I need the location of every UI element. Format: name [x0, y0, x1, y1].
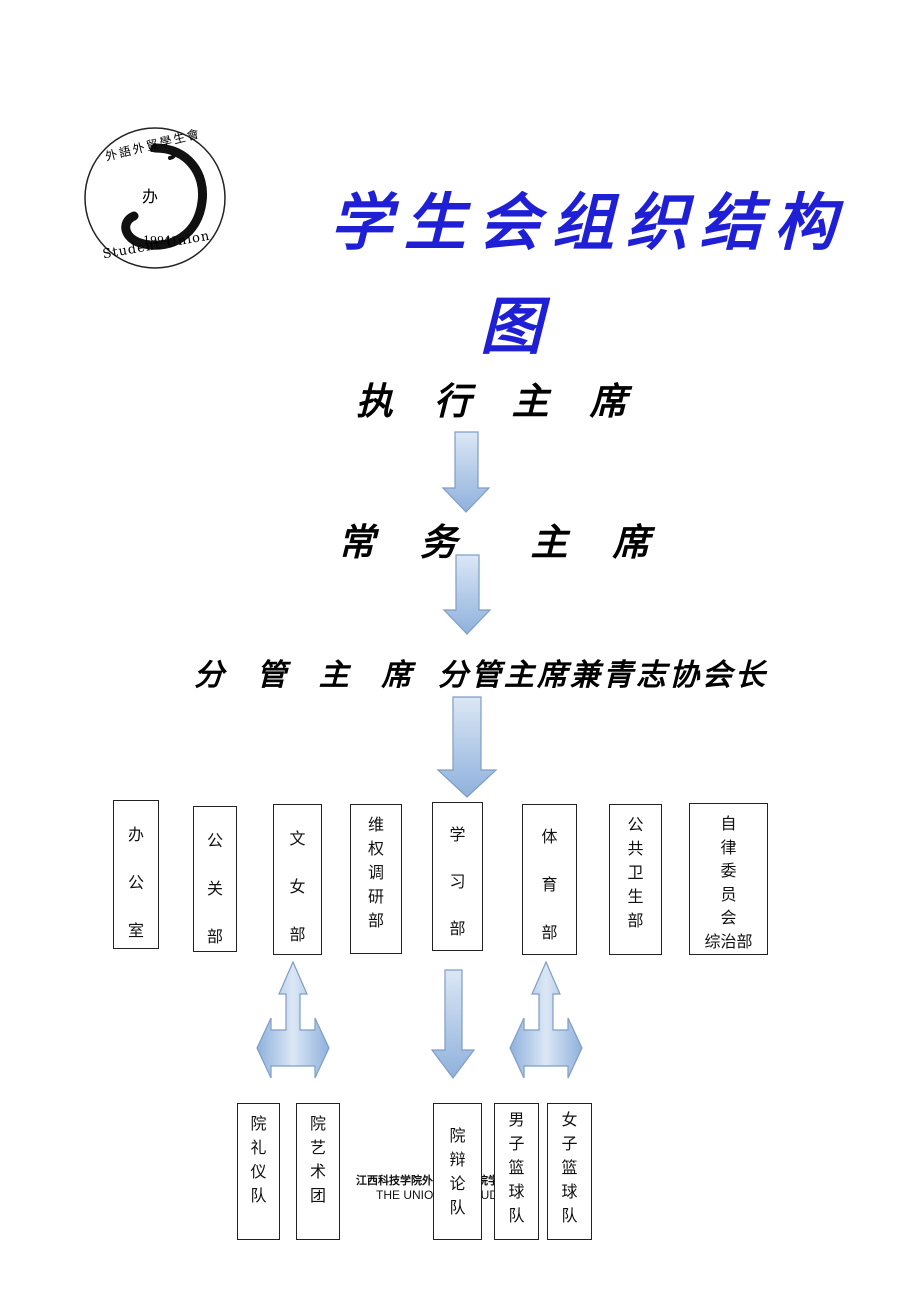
dept-char: 公: [206, 831, 223, 850]
dept-char: 研: [367, 887, 384, 906]
dept-public-health: 公 共 卫 生 部: [609, 804, 662, 955]
page-title: 学生会组织结构: [330, 186, 849, 259]
unit-char: 篮: [561, 1158, 578, 1177]
dept-public-relations: 公 关 部: [193, 806, 237, 952]
unit-char: 女: [561, 1110, 578, 1129]
dept-char: 权: [367, 839, 384, 858]
unit-char: 队: [250, 1186, 267, 1205]
unit-char: 球: [508, 1182, 525, 1201]
dept-char: 会: [720, 908, 737, 927]
unit-char: 队: [449, 1198, 466, 1217]
dept-char: 部: [449, 919, 466, 938]
unit-char: 队: [561, 1206, 578, 1225]
dept-char: 共: [627, 839, 644, 858]
down-arrow: [436, 696, 498, 798]
dept-study: 学 习 部: [432, 802, 483, 951]
dept-char: 文: [289, 829, 306, 848]
dept-char: 生: [627, 887, 644, 906]
division-chair-youth-label: 分管主席兼青志协会长: [438, 658, 768, 693]
unit-mens-basketball: 男 子 篮 球 队: [494, 1103, 539, 1240]
dept-char: 习: [449, 872, 466, 891]
dept-char: 自: [720, 814, 737, 833]
dept-culture: 文 女 部: [273, 804, 322, 955]
standing-chair-label: 常 务 主 席: [338, 520, 666, 564]
down-arrow: [442, 554, 492, 635]
unit-char: 论: [449, 1174, 466, 1193]
dept-rights: 维 权 调 研 部: [350, 804, 402, 954]
dept-sports: 体 育 部: [522, 804, 577, 955]
unit-char: 院: [309, 1114, 326, 1133]
unit-char: 礼: [250, 1138, 267, 1157]
down-arrow: [441, 431, 491, 513]
unit-char: 院: [449, 1126, 466, 1145]
dept-char: 律: [720, 837, 737, 857]
unit-char: 子: [508, 1134, 525, 1153]
unit-char: 篮: [508, 1158, 525, 1177]
dept-char: 学: [449, 825, 466, 844]
three-way-arrow: [256, 960, 330, 1079]
student-union-logo: [84, 127, 226, 269]
dept-char: 办: [127, 825, 144, 844]
division-chair-label: 分 管 主 席: [194, 658, 423, 693]
dept-char: 部: [289, 925, 306, 944]
unit-char: 仪: [250, 1162, 267, 1181]
unit-debate-team: 院 辩 论 队: [433, 1103, 482, 1240]
dept-char: 部: [206, 927, 223, 946]
unit-char: 男: [508, 1110, 525, 1129]
dept-office: 办 公 室: [113, 800, 159, 949]
down-arrow: [430, 969, 476, 1079]
dept-char: 调: [367, 863, 384, 882]
dept-char: 部: [627, 911, 644, 930]
dept-char: 员: [720, 884, 737, 904]
unit-char: 团: [309, 1186, 326, 1205]
dept-self-discipline: 自 律 委 员 会 综治部: [689, 803, 768, 955]
dept-char: 公: [127, 873, 144, 892]
dept-char: 卫: [627, 863, 644, 882]
dept-char: 部: [541, 923, 558, 942]
dept-char: 育: [541, 875, 558, 894]
dept-char: 部: [367, 911, 384, 930]
three-way-arrow: [509, 960, 583, 1079]
unit-etiquette-team: 院 礼 仪 队: [237, 1103, 280, 1240]
dept-char: 维: [367, 815, 384, 834]
unit-womens-basketball: 女 子 篮 球 队: [547, 1103, 592, 1240]
unit-char: 子: [561, 1134, 578, 1153]
dept-char: 女: [289, 877, 306, 896]
unit-char: 艺: [309, 1138, 326, 1157]
unit-char: 术: [309, 1162, 326, 1181]
logo-center-char: 办: [142, 187, 159, 206]
unit-char: 队: [508, 1206, 525, 1225]
executive-chair-label: 执 行 主 席: [356, 379, 641, 423]
dept-char: 室: [127, 921, 144, 940]
unit-char: 辩: [449, 1150, 466, 1169]
dept-char: 关: [206, 879, 223, 898]
unit-char: 球: [561, 1182, 578, 1201]
unit-art-troupe: 院 艺 术 团: [296, 1103, 340, 1240]
unit-char: 院: [250, 1114, 267, 1133]
dept-char: 委: [720, 861, 737, 880]
page-title-line2: 图: [480, 290, 543, 363]
logo-year: 1994: [143, 234, 171, 247]
dept-char: 综治部: [704, 931, 753, 951]
dept-char: 公: [627, 815, 644, 834]
dept-char: 体: [541, 827, 558, 846]
